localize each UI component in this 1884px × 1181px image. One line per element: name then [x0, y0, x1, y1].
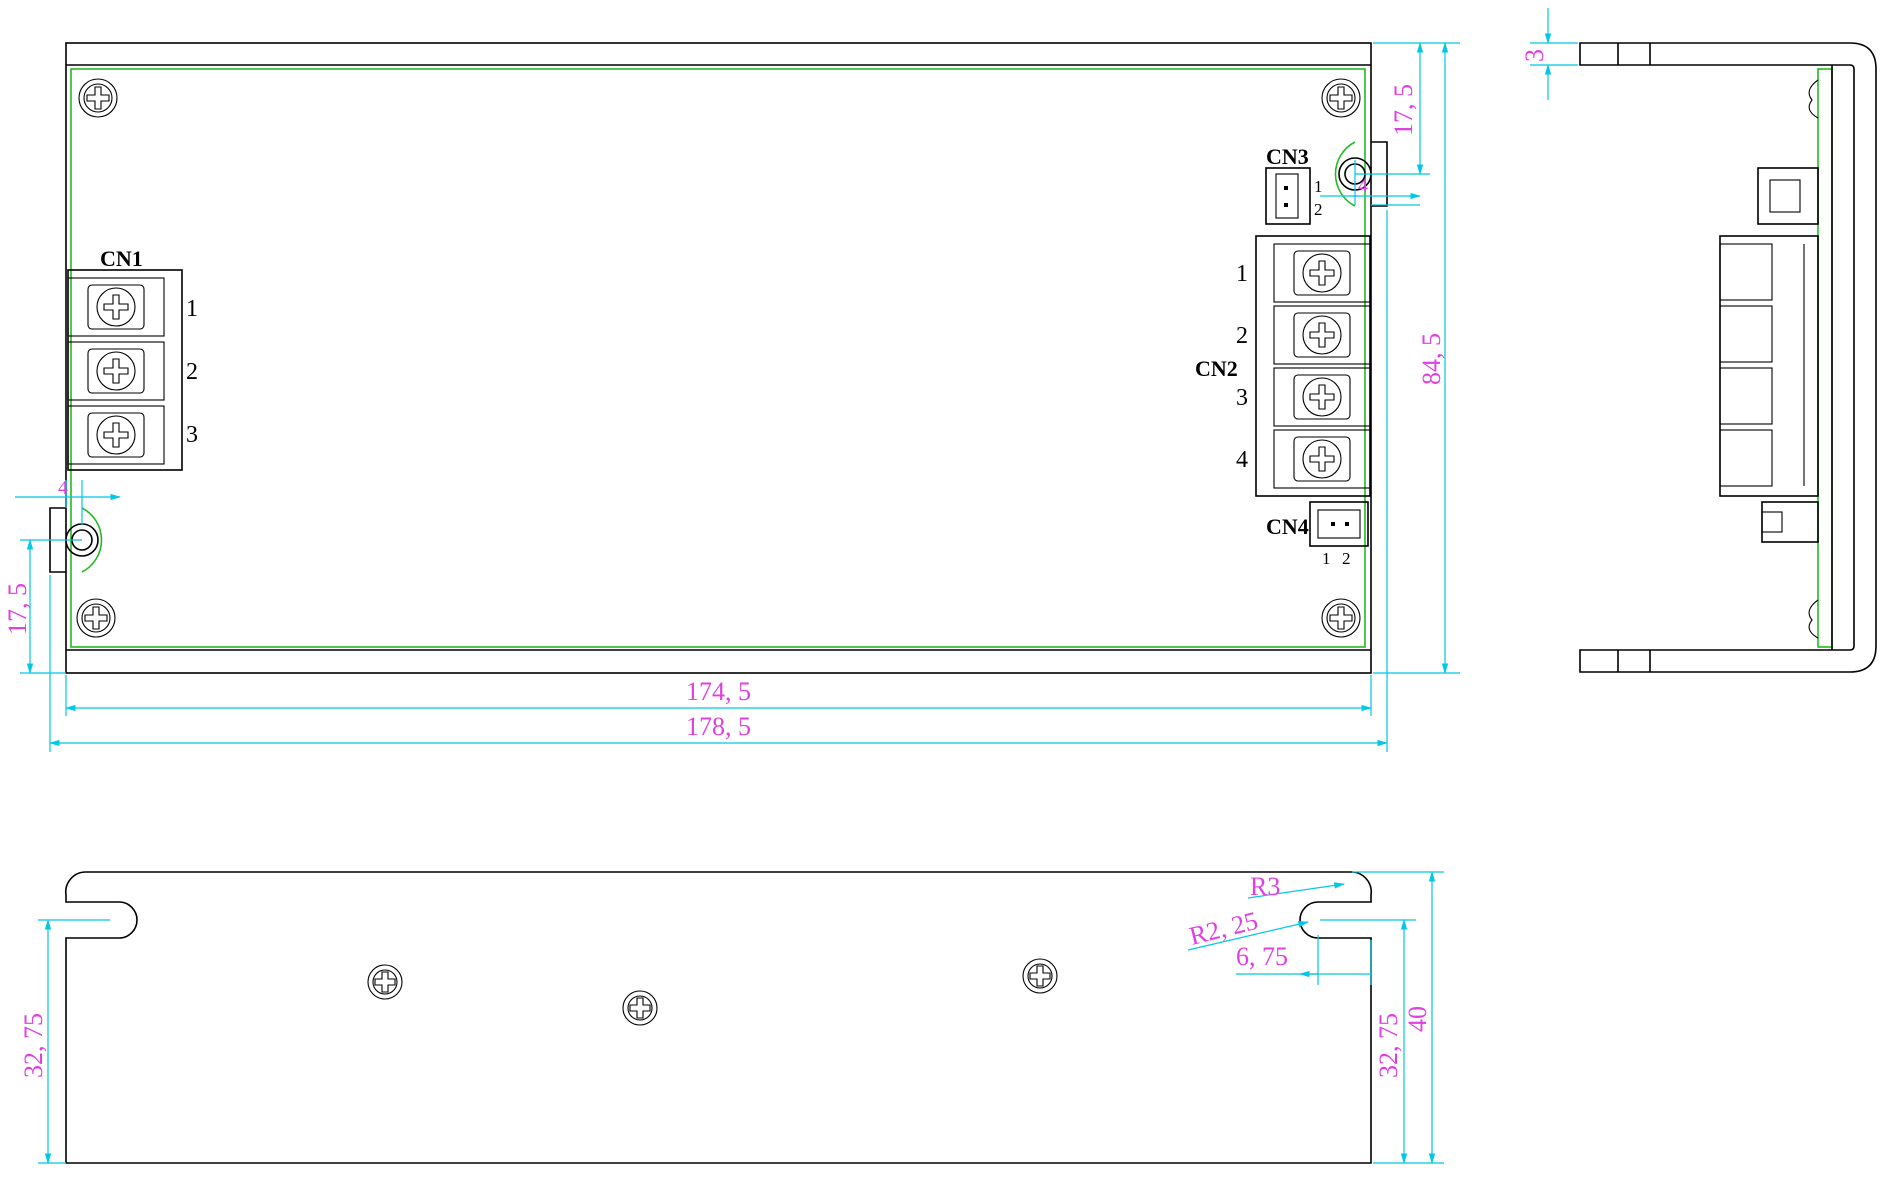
cn3-pin-1: 1	[1314, 177, 1323, 196]
top-slot-offset-dim: 17, 5	[1389, 84, 1418, 136]
pcb-screw-icon	[78, 78, 118, 118]
bottom-view: 32, 75 32, 75 40 R3 R2, 25 6, 75	[19, 870, 1444, 1165]
chassis-outline	[65, 42, 1372, 674]
cn2-terminal-block: CN2 1 2 3 4	[1195, 235, 1371, 497]
bottom-left-height-dim: 32, 75	[19, 1013, 48, 1078]
right-mounting-ear	[1334, 141, 1356, 207]
side-view: 3	[1520, 8, 1877, 673]
cn1-pin-1: 1	[186, 296, 198, 322]
bottom-right-height-dim: 32, 75	[1374, 1013, 1403, 1078]
cn4-pin-1: 1	[1322, 549, 1331, 568]
pcb-screw-icon	[1321, 78, 1361, 118]
right-slot-width-dim: 4	[1358, 175, 1368, 197]
bottom-plate-outline	[64, 871, 1373, 1164]
cn2-pin-2: 2	[1236, 323, 1248, 349]
overall-length-dim: 178, 5	[686, 712, 751, 741]
cn3-label: CN3	[1266, 144, 1309, 169]
height-dimensions: 84, 5 17, 5 4	[1320, 41, 1460, 675]
side-flange-dim: 3	[1520, 49, 1549, 62]
side-flange-dimension: 3	[1520, 8, 1578, 100]
inner-length-dim: 174, 5	[686, 677, 751, 706]
length-dimensions: 174, 5 178, 5	[48, 210, 1389, 752]
cn1-pin-2: 2	[186, 359, 198, 385]
cn4-connector: CN4 1 2	[1266, 501, 1369, 568]
bottom-slot-offset-dim: 17, 5	[3, 583, 32, 635]
cn4-label: CN4	[1266, 514, 1309, 539]
slot-depth-dim: 6, 75	[1236, 942, 1288, 971]
pcb-screw-icon	[76, 598, 116, 638]
cn1-terminal-block: CN1 1 2 3	[67, 246, 198, 471]
pcb-screw-icon	[1321, 598, 1361, 638]
left-mounting-ear	[81, 507, 103, 573]
cn1-label: CN1	[100, 246, 143, 271]
cn2-label: CN2	[1195, 356, 1238, 381]
overall-height-dim: 84, 5	[1417, 333, 1446, 385]
cn4-pin-2: 2	[1342, 549, 1351, 568]
pcb-outline	[70, 68, 1366, 648]
cn3-connector: CN3 1 2	[1265, 144, 1323, 225]
cn1-pin-3: 3	[186, 422, 198, 448]
left-slot-width-dim: 4	[58, 477, 68, 499]
side-terminal-block	[1719, 235, 1819, 497]
cn2-pin-3: 3	[1236, 385, 1248, 411]
bottom-screw-icon	[622, 990, 658, 1026]
corner-radius-dim: R3	[1250, 872, 1280, 901]
bottom-total-height-dim: 40	[1403, 1006, 1432, 1032]
left-dimensions: 17, 5 4	[3, 477, 122, 675]
bottom-screw-icon	[1022, 958, 1058, 994]
top-view: CN1 1 2 3 CN2 1 2 3 4 CN3 1 2	[3, 41, 1460, 752]
bottom-screw-icon	[367, 964, 403, 1000]
cn3-pin-2: 2	[1314, 200, 1323, 219]
side-pcb	[1817, 68, 1833, 648]
cn2-pin-1: 1	[1236, 261, 1248, 287]
cn2-pin-4: 4	[1236, 447, 1248, 473]
